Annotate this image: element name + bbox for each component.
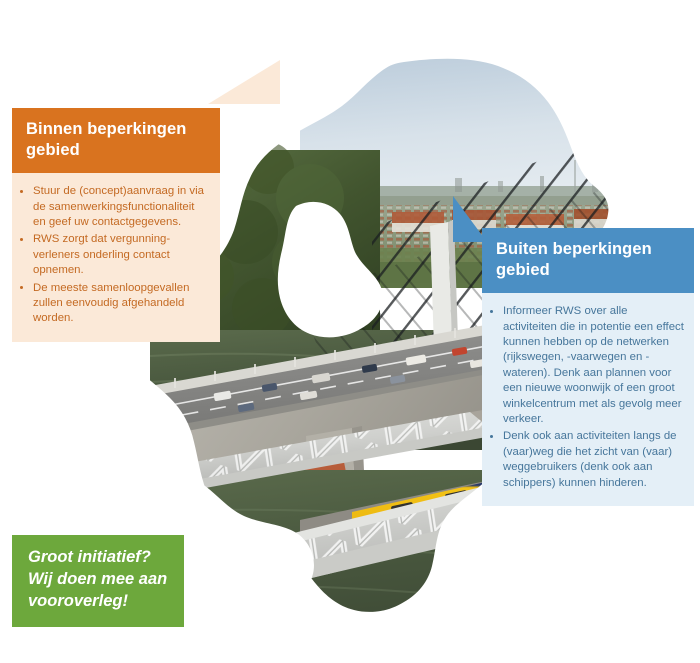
bullet-icon	[20, 286, 23, 290]
callout-binnen-bullet-list: Stuur de (concept)aanvraag in via de sam…	[18, 184, 210, 327]
callout-buiten-heading-line2: gebied	[496, 261, 550, 280]
callout-binnen-heading-line2: gebied	[26, 141, 80, 160]
groot-initiatief-line3: vooroverleg!	[28, 591, 128, 610]
bullet-icon	[20, 189, 23, 193]
list-item: Denk ook aan activiteiten langs de (vaar…	[488, 429, 684, 491]
buiten-callout-pointer	[453, 196, 487, 242]
bullet-text: Informeer RWS over alle activiteiten die…	[503, 305, 684, 425]
callout-buiten-heading: Buiten beperkingen gebied	[482, 228, 694, 294]
callout-buiten-heading-line1: Buiten beperkingen	[496, 240, 652, 258]
bullet-icon	[490, 309, 493, 313]
callout-groot-initiatief: Groot initiatief? Wij doen mee aan vooro…	[12, 535, 184, 627]
list-item: RWS zorgt dat vergunning­verleners onder…	[18, 232, 210, 278]
binnen-callout-pointer	[208, 60, 280, 104]
callout-buiten-bullet-list: Informeer RWS over alle activiteiten die…	[488, 304, 684, 491]
groot-initiatief-line2: Wij doen mee aan	[28, 569, 168, 588]
callout-buiten-beperkingengebied: Buiten beperkingen gebied Informeer RWS …	[482, 228, 694, 506]
callout-binnen-beperkingengebied: Binnen beperkingen gebied Stuur de (conc…	[12, 108, 220, 342]
callout-binnen-heading-line1: Binnen beperkingen	[26, 120, 187, 138]
bullet-text: Denk ook aan activiteiten langs de (vaar…	[503, 430, 677, 489]
list-item: Informeer RWS over alle activiteiten die…	[488, 304, 684, 427]
groot-initiatief-line1: Groot initiatief?	[28, 548, 151, 566]
bullet-text: RWS zorgt dat vergunning­verleners onder…	[33, 233, 171, 277]
groot-initiatief-text: Groot initiatief? Wij doen mee aan vooro…	[28, 547, 170, 613]
callout-binnen-heading: Binnen beperkingen gebied	[12, 108, 220, 174]
bullet-icon	[490, 435, 493, 439]
list-item: De meeste samenloopgevallen zullen eenvo…	[18, 281, 210, 327]
callout-buiten-body: Informeer RWS over alle activiteiten die…	[482, 293, 694, 506]
bullet-text: De meeste samenloopgevallen zullen eenvo…	[33, 281, 190, 325]
bullet-icon	[20, 238, 23, 242]
callout-binnen-body: Stuur de (concept)aanvraag in via de sam…	[12, 173, 220, 342]
bullet-text: Stuur de (concept)aanvraag in via de sam…	[33, 185, 204, 228]
list-item: Stuur de (concept)aanvraag in via de sam…	[18, 184, 210, 230]
